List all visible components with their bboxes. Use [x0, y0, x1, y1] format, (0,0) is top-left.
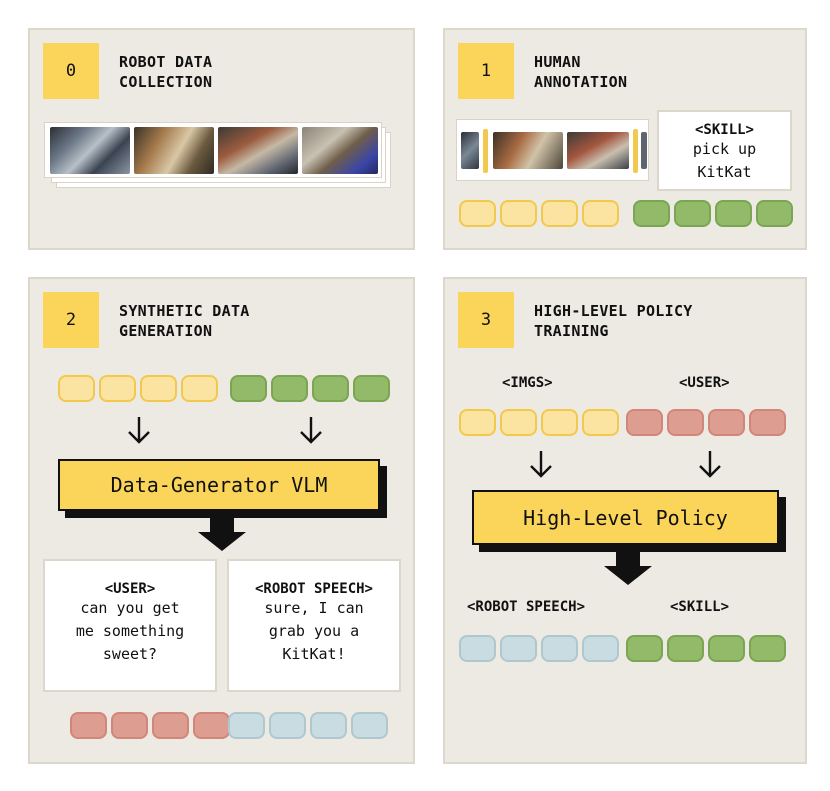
- robot-speech-output-label: <ROBOT SPEECH>: [467, 599, 586, 615]
- robot-speech-token: [269, 712, 306, 739]
- user-text-line: can you get: [80, 599, 180, 617]
- skill-token: [230, 375, 267, 402]
- user-label: <USER>: [104, 581, 156, 597]
- skill-annotation-card: <SKILL> pick up KitKat: [657, 110, 792, 191]
- image-token: [459, 409, 496, 436]
- skill-token: [667, 635, 704, 662]
- panel-robot-data-collection: 0 ROBOT DATA COLLECTION: [28, 28, 415, 250]
- panel-title-line: SYNTHETIC DATA: [119, 302, 250, 320]
- imgs-input-label: <IMGS>: [502, 375, 553, 391]
- robot-camera-frame: [134, 127, 214, 174]
- skill-token: [749, 635, 786, 662]
- skill-token: [674, 200, 711, 227]
- robot-camera-frame: [50, 127, 130, 174]
- skill-text-line: KitKat: [697, 163, 752, 181]
- skill-output-label: <SKILL>: [670, 599, 730, 615]
- panel-title-line: ROBOT DATA: [119, 53, 213, 71]
- robot-camera-frame: [218, 127, 298, 174]
- robot-speech-text-line: grab you a: [268, 622, 360, 640]
- panel-title: ROBOT DATA COLLECTION: [119, 52, 212, 92]
- image-token: [181, 375, 218, 402]
- skill-token: [756, 200, 793, 227]
- panel-title: HIGH-LEVEL POLICY TRAINING: [534, 301, 693, 341]
- skill-token: [353, 375, 390, 402]
- user-token: [626, 409, 663, 436]
- panel-title-line: COLLECTION: [119, 73, 213, 91]
- panel-title-line: ANNOTATION: [534, 73, 628, 91]
- robot-camera-frame: [493, 132, 563, 169]
- robot-speech-text-line: sure, I can: [264, 599, 364, 617]
- skill-token: [715, 200, 752, 227]
- user-token: [111, 712, 148, 739]
- skill-label: <SKILL>: [694, 122, 754, 138]
- down-arrow-icon: [128, 417, 150, 444]
- robot-speech-card: <ROBOT SPEECH> sure, I can grab you a Ki…: [227, 559, 401, 692]
- robot-camera-frame: [302, 127, 378, 174]
- robot-speech-token: [228, 712, 265, 739]
- skill-token: [271, 375, 308, 402]
- image-token: [500, 200, 537, 227]
- robot-speech-token: [541, 635, 578, 662]
- panel-title-line: HIGH-LEVEL POLICY: [534, 302, 693, 320]
- image-token: [140, 375, 177, 402]
- skill-token: [633, 200, 670, 227]
- robot-speech-token: [582, 635, 619, 662]
- segment-end-marker: [633, 129, 638, 173]
- robot-camera-filmstrip: [44, 122, 382, 178]
- robot-speech-label: <ROBOT SPEECH>: [254, 581, 373, 597]
- robot-speech-token: [500, 635, 537, 662]
- robot-speech-token: [351, 712, 388, 739]
- image-token: [582, 200, 619, 227]
- skill-token: [312, 375, 349, 402]
- user-utterance-card: <USER> can you get me something sweet?: [43, 559, 217, 692]
- robot-speech-text-line: KitKat!: [282, 645, 346, 663]
- step-number-badge: 1: [458, 43, 514, 99]
- user-token: [749, 409, 786, 436]
- image-token: [58, 375, 95, 402]
- user-text-line: me something: [75, 622, 185, 640]
- output-arrow-icon: [604, 552, 652, 585]
- down-arrow-icon: [699, 451, 721, 478]
- panel-title-line: GENERATION: [119, 322, 213, 340]
- panel-title: HUMAN ANNOTATION: [534, 52, 627, 92]
- image-token: [541, 200, 578, 227]
- output-arrow-icon: [198, 518, 246, 551]
- skill-text-line: pick up: [692, 140, 757, 158]
- user-token: [667, 409, 704, 436]
- user-input-label: <USER>: [679, 375, 730, 391]
- image-token: [99, 375, 136, 402]
- step-number-badge: 2: [43, 292, 99, 348]
- user-token: [708, 409, 745, 436]
- skill-token: [626, 635, 663, 662]
- step-number-badge: 3: [458, 292, 514, 348]
- down-arrow-icon: [530, 451, 552, 478]
- step-number-badge: 0: [43, 43, 99, 99]
- high-level-policy-box: High-Level Policy: [472, 490, 779, 545]
- panel-human-annotation: 1 HUMAN ANNOTATION <SKILL> pick up KitKa…: [443, 28, 807, 250]
- robot-camera-frame: [567, 132, 629, 169]
- user-token: [70, 712, 107, 739]
- robot-speech-token: [310, 712, 347, 739]
- user-token: [193, 712, 230, 739]
- image-token: [541, 409, 578, 436]
- panel-title-line: HUMAN: [534, 53, 581, 71]
- user-token: [152, 712, 189, 739]
- annotated-filmstrip: [456, 119, 649, 181]
- panel-title-line: TRAINING: [534, 322, 609, 340]
- image-token: [459, 200, 496, 227]
- robot-camera-frame: [461, 132, 479, 169]
- panel-synthetic-data-generation: 2 SYNTHETIC DATA GENERATION Data-Generat…: [28, 277, 415, 764]
- data-generator-vlm-box: Data-Generator VLM: [58, 459, 380, 511]
- image-token: [500, 409, 537, 436]
- user-text-line: sweet?: [102, 645, 158, 663]
- image-token: [582, 409, 619, 436]
- panel-title: SYNTHETIC DATA GENERATION: [119, 301, 250, 341]
- panel-high-level-policy-training: 3 HIGH-LEVEL POLICY TRAINING <IMGS> <USE…: [443, 277, 807, 764]
- segment-start-marker: [483, 129, 488, 173]
- robot-speech-token: [459, 635, 496, 662]
- down-arrow-icon: [300, 417, 322, 444]
- skill-token: [708, 635, 745, 662]
- robot-camera-frame: [641, 132, 647, 169]
